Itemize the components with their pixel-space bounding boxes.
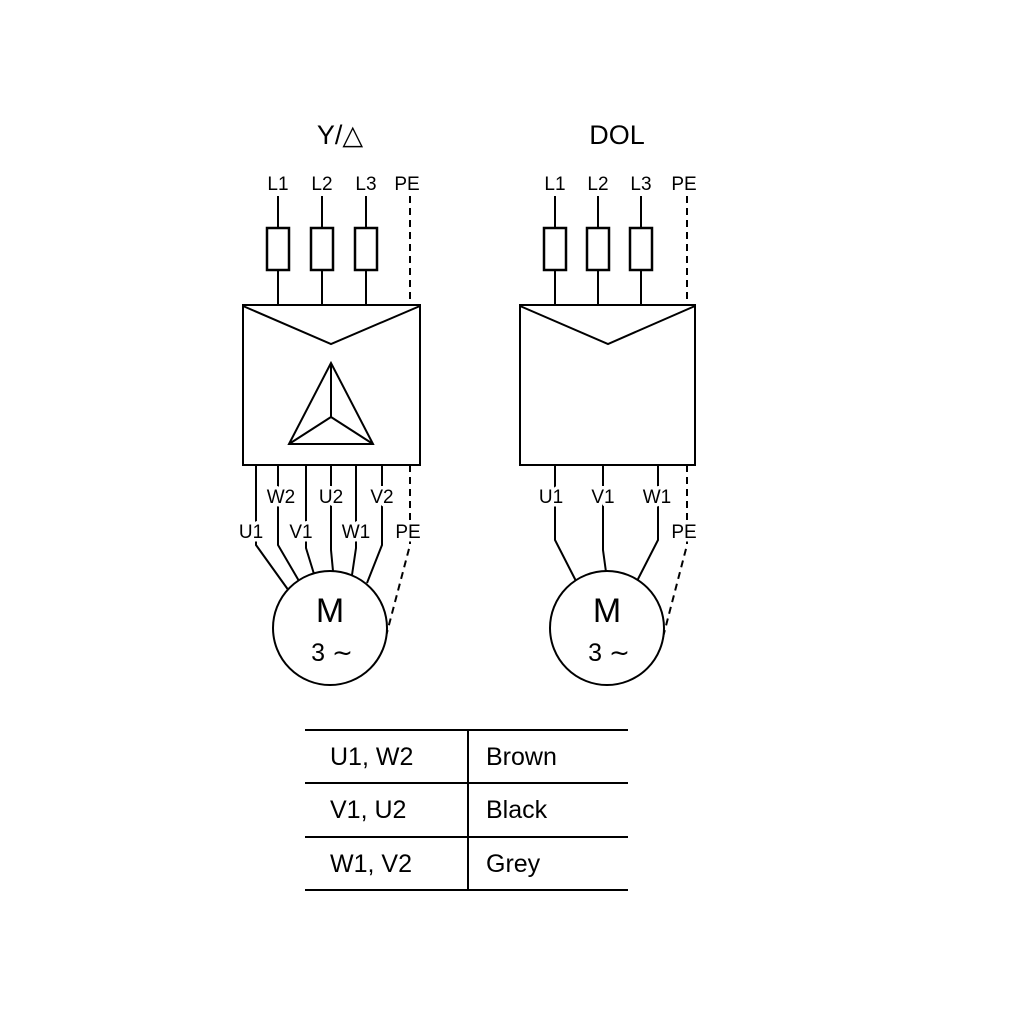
terminal-label-w1: W1 xyxy=(643,487,672,508)
fuse-icon xyxy=(309,226,335,272)
supply-label-l3: L3 xyxy=(630,174,651,195)
starter-box xyxy=(519,304,696,466)
wire-line-u1 xyxy=(255,465,290,592)
wire-line-u2 xyxy=(330,465,334,572)
supply-label-l3: L3 xyxy=(355,174,376,195)
motor-phase-label: 3 ∼ xyxy=(311,639,353,667)
table-cell-color: Grey xyxy=(486,850,541,878)
motor-circle xyxy=(549,570,665,686)
terminal-label-u2: U2 xyxy=(319,487,343,508)
terminal-label-u1: U1 xyxy=(239,522,263,543)
motor-symbol: M 3 ∼ xyxy=(549,570,665,686)
motor-letter: M xyxy=(316,592,344,630)
wire-line-w1 xyxy=(636,465,659,582)
delta-triangle xyxy=(287,360,375,445)
motor-circle xyxy=(272,570,388,686)
table-cell-color: Brown xyxy=(486,743,557,771)
star-delta-starter-box xyxy=(242,304,421,466)
supply-wires-and-fuses xyxy=(265,196,411,306)
dol-title: DOL xyxy=(589,120,645,150)
terminal-label-pe: PE xyxy=(395,522,420,543)
chevron-icon xyxy=(242,305,421,346)
fuse-icon xyxy=(265,226,291,272)
supply-wires-and-fuses xyxy=(542,196,688,306)
terminal-label-w2: W2 xyxy=(267,487,296,508)
supply-label-pe: PE xyxy=(671,174,696,195)
wire-color-table: U1, W2 Brown V1, U2 Black W1, V2 Grey xyxy=(305,729,628,891)
supply-label-pe: PE xyxy=(394,174,419,195)
table-row: V1, U2 Black xyxy=(330,796,548,824)
terminal-label-pe: PE xyxy=(671,522,696,543)
fuse-icon xyxy=(542,226,568,272)
terminal-label-v2: V2 xyxy=(370,487,393,508)
supply-label-l1: L1 xyxy=(267,174,288,195)
table-cell-terminals: W1, V2 xyxy=(330,850,412,878)
motor-symbol: M 3 ∼ xyxy=(272,570,388,686)
wire-line-v1 xyxy=(602,465,607,573)
dol-starter-box xyxy=(519,304,696,466)
wire-line-v1 xyxy=(305,465,315,575)
delta-inner-line xyxy=(330,416,374,445)
motor-phase-label: 3 ∼ xyxy=(588,639,630,667)
dol-diagram: DOL L1 L2 L3 PE xyxy=(519,120,700,686)
wire-line-w1 xyxy=(351,465,357,576)
wire-line-w2 xyxy=(277,465,300,582)
supply-label-l1: L1 xyxy=(544,174,565,195)
fuse-icon xyxy=(628,226,654,272)
table-row: U1, W2 Brown xyxy=(330,743,557,771)
pe-dashed-line xyxy=(384,465,411,641)
delta-inner-line xyxy=(288,416,332,445)
fuse-icon xyxy=(353,226,379,272)
dol-motor-leads xyxy=(554,465,688,642)
terminal-label-u1: U1 xyxy=(539,487,563,508)
terminal-label-w1: W1 xyxy=(342,522,371,543)
wire-line-u1 xyxy=(554,465,578,584)
delta-symbol-icon xyxy=(287,360,375,445)
table-cell-terminals: V1, U2 xyxy=(330,796,406,824)
table-cell-terminals: U1, W2 xyxy=(330,743,413,771)
motor-letter: M xyxy=(593,592,621,630)
table-cell-color: Black xyxy=(486,796,548,824)
terminal-label-v1: V1 xyxy=(591,487,614,508)
wire-line-v2 xyxy=(366,465,383,584)
fuse-icon xyxy=(585,226,611,272)
supply-label-l2: L2 xyxy=(587,174,608,195)
star-delta-title: Y/△ xyxy=(317,120,364,150)
pe-dashed-line xyxy=(661,465,688,642)
chevron-icon xyxy=(519,305,696,346)
star-delta-diagram: Y/△ L1 L2 L3 PE xyxy=(235,120,424,686)
table-row: W1, V2 Grey xyxy=(330,850,541,878)
terminal-label-v1: V1 xyxy=(289,522,312,543)
star-delta-motor-leads xyxy=(255,465,411,641)
supply-label-l2: L2 xyxy=(311,174,332,195)
